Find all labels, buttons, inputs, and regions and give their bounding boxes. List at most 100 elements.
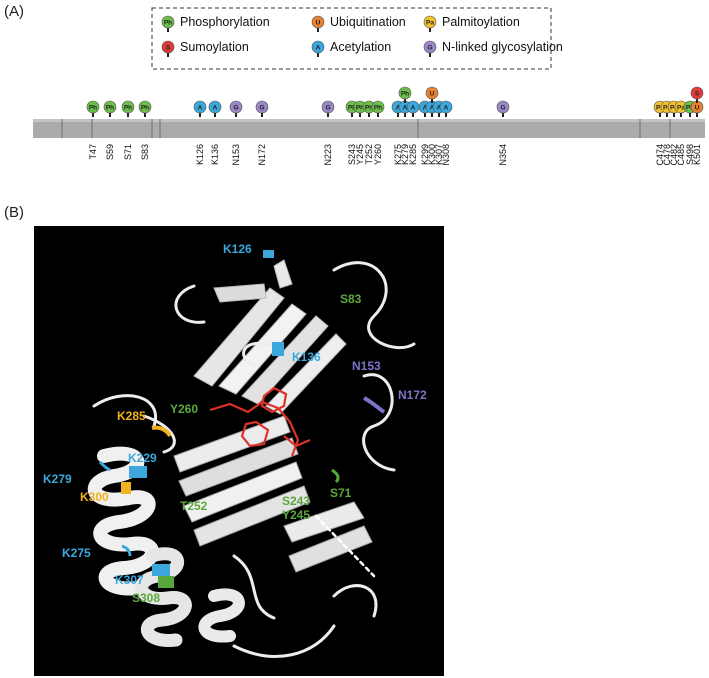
structure-label-k229: K229 <box>128 451 157 465</box>
site-label-s243: S243 <box>347 144 357 165</box>
site-marker-k300: U <box>425 86 439 103</box>
pin-glyph: Pa <box>426 20 434 27</box>
legend-label: Phosphorylation <box>180 15 270 29</box>
site-label-n172: N172 <box>257 144 267 166</box>
legend-label: Ubiquitination <box>330 15 406 29</box>
site-marker-k501: S <box>690 86 704 103</box>
pin-glyph: Ph <box>365 105 373 112</box>
site-label-k126: K126 <box>195 144 205 165</box>
site-label-c474: C474 <box>655 144 665 166</box>
site-marker-n354: G <box>496 100 510 117</box>
pin-glyph: G <box>500 105 505 112</box>
pin-glyph: A <box>423 105 428 112</box>
site-label-n354: N354 <box>498 144 508 166</box>
structure-label-k285: K285 <box>117 409 146 423</box>
site-label-k275: K275 <box>393 144 403 165</box>
pin-glyph: Pa <box>663 105 671 112</box>
site-marker-s59: Ph <box>103 100 117 117</box>
pin-glyph: G <box>427 45 432 52</box>
pin-glyph: Pa <box>656 105 664 112</box>
site-label-k307: K307 <box>434 144 444 165</box>
site-marker-s71: Ph <box>121 100 135 117</box>
site-label-k279: K279 <box>400 144 410 165</box>
structure-label-y260: Y260 <box>170 402 199 416</box>
pin-glyph: A <box>430 105 435 112</box>
pin-glyph: Ph <box>348 105 356 112</box>
pin-glyph: Ph <box>106 105 114 112</box>
site-label-c485: C485 <box>676 144 686 166</box>
legend-item: Ph Phosphorylation <box>161 15 270 32</box>
structure-label-k300: K300 <box>80 490 109 504</box>
site-label-s83: S83 <box>140 144 150 160</box>
structure-label-t252: T252 <box>180 499 208 513</box>
pin-glyph: A <box>213 105 218 112</box>
pin-glyph: A <box>437 105 442 112</box>
pin-glyph: Ph <box>124 105 132 112</box>
pin-glyph: Pa <box>670 105 678 112</box>
pin-glyph: U <box>316 20 321 27</box>
site-marker-n153: G <box>229 100 243 117</box>
site-label-t252: T252 <box>364 144 374 165</box>
legend-label: Acetylation <box>330 40 391 54</box>
pin-glyph: A <box>316 45 321 52</box>
pin-glyph: G <box>259 105 264 112</box>
pin-glyph: Ph <box>356 105 364 112</box>
structure-label-s83: S83 <box>340 292 362 306</box>
site-marker-t47: Ph <box>86 100 100 117</box>
protein-bar <box>33 119 705 138</box>
structure-label-k279: K279 <box>43 472 72 486</box>
structure-label-s71: S71 <box>330 486 352 500</box>
site-marker-n172: G <box>255 100 269 117</box>
site-label-k136: K136 <box>210 144 220 165</box>
pin-glyph: Ph <box>374 105 382 112</box>
site-marker-n308: A <box>439 100 453 117</box>
site-label-s71: S71 <box>123 144 133 160</box>
pin-glyph: U <box>695 105 700 112</box>
pin-glyph: G <box>325 105 330 112</box>
ligand <box>209 386 311 457</box>
structure-label-k126: K126 <box>223 242 252 256</box>
site-marker-y260: Ph <box>371 100 385 117</box>
structure-label-s243: S243 <box>282 494 311 508</box>
pin-glyph: Ph <box>164 20 172 27</box>
legend-item: A Acetylation <box>311 40 391 57</box>
site-marker-k136: A <box>208 100 222 117</box>
structure-label-k136: K136 <box>292 350 321 364</box>
site-label-k501: K501 <box>692 144 702 165</box>
site-marker-k279: Ph <box>398 86 412 103</box>
structure-label-s308: S308 <box>132 591 161 605</box>
site-marker-k285: A <box>406 100 420 117</box>
pin-glyph: A <box>396 105 401 112</box>
legend-marker-icon: Pa <box>423 15 437 32</box>
ribbon-structure <box>87 259 416 658</box>
site-label-k299: K299 <box>420 144 430 165</box>
protein-structure <box>34 226 444 676</box>
structure-label-k275: K275 <box>62 546 91 560</box>
site-marker-n223: G <box>321 100 335 117</box>
site-label-t47: T47 <box>88 144 98 160</box>
site-marker-k501: U <box>690 100 704 117</box>
structure-label-n153: N153 <box>352 359 381 373</box>
structure-label-y245: Y245 <box>282 508 311 522</box>
site-label-k285: K285 <box>408 144 418 165</box>
structure-label-k307: K307 <box>115 573 144 587</box>
site-label-c478: C478 <box>662 144 672 166</box>
legend-marker-icon: S <box>161 40 175 57</box>
legend-marker-icon: U <box>311 15 325 32</box>
pin-glyph: A <box>411 105 416 112</box>
legend-marker-icon: Ph <box>161 15 175 32</box>
legend-item: U Ubiquitination <box>311 15 406 32</box>
pin-glyph: S <box>695 91 700 98</box>
pin-glyph: Ph <box>401 91 409 98</box>
pin-glyph: Ph <box>686 105 694 112</box>
site-label-n308: N308 <box>441 144 451 166</box>
site-marker-k126: A <box>193 100 207 117</box>
pin-glyph: G <box>233 105 238 112</box>
site-label-n223: N223 <box>323 144 333 166</box>
site-label-n153: N153 <box>231 144 241 166</box>
pin-glyph: Ph <box>89 105 97 112</box>
